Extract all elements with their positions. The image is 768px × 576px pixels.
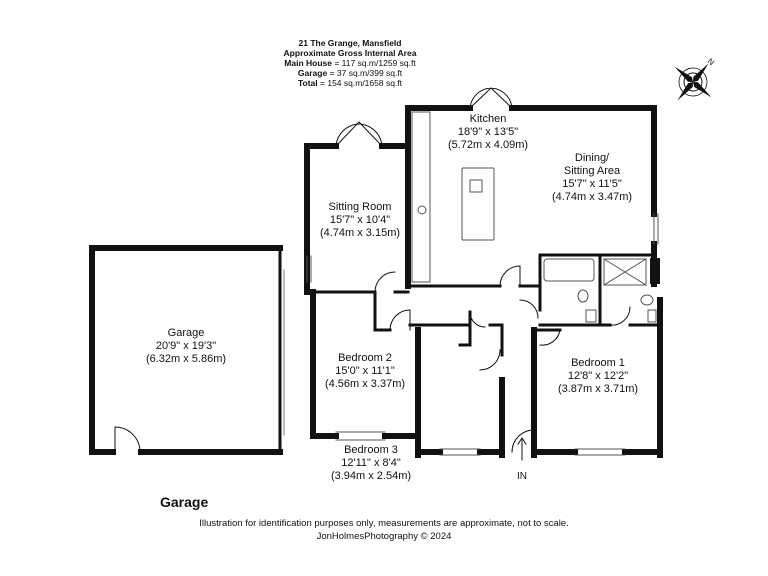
room-sitting: Sitting Room 15'7" x 10'4" (4.74m x 3.15… [319, 201, 401, 239]
main-house-area: Main House = 117 sq.m/1259 sq.ft [284, 58, 416, 68]
entrance-arrow [517, 437, 527, 461]
room-bedroom-1: Bedroom 1 12'8" x 12'2" (3.87m x 3.71m) [557, 357, 639, 395]
french-doors [335, 87, 513, 147]
credit: JonHolmesPhotography © 2024 [316, 531, 452, 542]
room-bedroom-3: Bedroom 3 12'11" x 8'4" (3.94m x 2.54m) [330, 444, 412, 482]
floor-title: Garage [160, 494, 209, 510]
compass-north-label: N [706, 57, 716, 68]
bathroom-fittings [543, 258, 657, 323]
disclaimer: Illustration for identification purposes… [199, 518, 569, 529]
garage-walls [89, 245, 285, 455]
address: 21 The Grange, Mansfield [298, 38, 402, 48]
door-swings [374, 265, 631, 453]
room-bedroom-2: Bedroom 2 15'0" x 11'1" (4.56m x 3.37m) [324, 352, 406, 390]
plan-header: 21 The Grange, Mansfield Approximate Gro… [230, 38, 470, 88]
room-dining: Dining/ Sitting Area 15'7" x 11'5" (4.74… [551, 152, 633, 203]
internal-walls [311, 253, 662, 357]
total-area: Total = 154 sq.m/1658 sq.ft [297, 78, 403, 88]
garage-area: Garage = 37 sq.m/399 sq.ft [297, 68, 403, 78]
kitchen-fittings [411, 111, 495, 283]
compass-icon [674, 63, 712, 101]
room-garage: Garage 20'9" x 19'3" (6.32m x 5.86m) [145, 327, 227, 365]
gia-title: Approximate Gross Internal Area [283, 48, 417, 58]
room-kitchen: Kitchen 18'9" x 13'5" (5.72m x 4.09m) [447, 113, 529, 151]
entrance-label: IN [517, 471, 527, 482]
